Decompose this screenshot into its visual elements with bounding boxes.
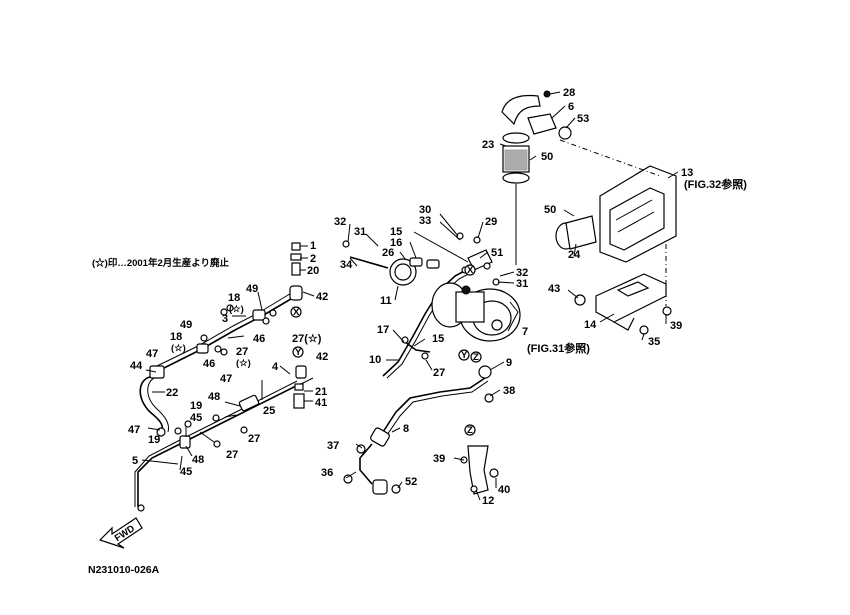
marker-y: Y (295, 347, 302, 358)
callout-14: 14 (584, 319, 597, 331)
callout-39: 39 (433, 453, 445, 465)
callout-45: 45 (190, 412, 202, 424)
drain-pipe-assembly (343, 365, 499, 495)
callout-38: 38 (503, 385, 515, 397)
callout-22: 22 (166, 387, 178, 399)
callout-44: 44 (130, 360, 143, 372)
callout-35: 35 (648, 336, 660, 348)
diagram-note: (☆)印…2001年2月生産より廃止 (92, 257, 230, 269)
callout-23: 23 (482, 139, 494, 151)
callout-49: 49 (180, 319, 192, 331)
callout-48: 48 (192, 454, 204, 466)
callout-16: 16 (390, 237, 402, 249)
callout-47: 47 (128, 424, 140, 436)
reference-markers: X Y X Y Z Z (290, 264, 482, 436)
marker-z: Z (467, 425, 473, 436)
callout-4: 4 (272, 361, 279, 373)
callout-18: 18 (170, 331, 182, 343)
callout-45: 45 (180, 466, 192, 478)
callout-27-star: 27(☆) (292, 333, 322, 345)
callout-10: 10 (369, 354, 381, 366)
leader-lines (141, 91, 679, 501)
callout-31: 31 (354, 226, 366, 238)
callout-13: 13 (681, 167, 693, 179)
marker-x: X (467, 265, 474, 276)
callout-49: 49 (246, 283, 258, 295)
callout-18-star: (☆) (171, 343, 186, 354)
callout-2: 2 (310, 253, 316, 265)
callout-20: 20 (307, 265, 319, 277)
callout-27: 27 (248, 433, 260, 445)
callout-50: 50 (544, 204, 556, 216)
callout-40: 40 (498, 484, 510, 496)
reference-fig31: (FIG.31参照) (527, 341, 590, 355)
callout-42: 42 (316, 351, 328, 363)
marker-x: X (293, 307, 300, 318)
callout-17: 17 (377, 324, 389, 336)
callout-19: 19 (190, 400, 202, 412)
callout-24: 24 (568, 249, 581, 261)
callout-26: 26 (382, 247, 394, 259)
callout-8: 8 (403, 423, 409, 435)
callout-53: 53 (577, 113, 589, 125)
callout-25: 25 (263, 405, 275, 417)
callout-27-star: (☆) (236, 358, 251, 369)
callout-18: 18 (228, 292, 240, 304)
callout-37: 37 (327, 440, 339, 452)
callout-32: 32 (516, 267, 528, 279)
callout-27: 27 (433, 367, 445, 379)
callout-29: 29 (485, 216, 497, 228)
callout-31: 31 (516, 278, 528, 290)
marker-z: Z (473, 352, 479, 363)
callout-27: 27 (226, 449, 238, 461)
callout-47: 47 (220, 373, 232, 385)
callout-1: 1 (310, 240, 316, 252)
callout-5: 5 (132, 455, 138, 467)
callout-28: 28 (563, 87, 575, 99)
callout-46: 46 (253, 333, 265, 345)
callout-41: 41 (315, 397, 327, 409)
callout-47: 47 (146, 348, 158, 360)
intake-assembly (501, 90, 677, 335)
callout-11: 11 (380, 295, 392, 307)
callout-18-star: (☆) (229, 304, 244, 315)
callout-33: 33 (419, 215, 431, 227)
cooling-hose-assembly (134, 242, 307, 512)
marker-y: Y (461, 350, 468, 361)
callout-3: 3 (222, 313, 228, 325)
callout-43: 43 (548, 283, 560, 295)
callout-42: 42 (316, 291, 328, 303)
callout-7: 7 (522, 326, 528, 338)
callout-39: 39 (670, 320, 682, 332)
callout-46: 46 (203, 358, 215, 370)
callout-36: 36 (321, 467, 333, 479)
callout-21: 21 (315, 386, 327, 398)
fwd-arrow-icon: FWD (98, 517, 143, 549)
drawing-code: N231010-026A (88, 564, 160, 576)
callout-34: 34 (340, 259, 353, 271)
callout-27: 27 (236, 346, 248, 358)
callout-labels: 1 2 20 42 42 27(☆) 4 21 41 49 18 (☆) 3 4… (128, 87, 693, 507)
callout-9: 9 (506, 357, 512, 369)
callout-15: 15 (432, 333, 444, 345)
callout-52: 52 (405, 476, 417, 488)
callout-32: 32 (334, 216, 346, 228)
reference-fig32: (FIG.32参照) (684, 177, 747, 191)
callout-6: 6 (568, 101, 574, 113)
callout-30: 30 (419, 204, 431, 216)
callout-15: 15 (390, 226, 402, 238)
callout-51: 51 (491, 247, 503, 259)
callout-12: 12 (482, 495, 494, 507)
callout-50: 50 (541, 151, 553, 163)
callout-19: 19 (148, 434, 160, 446)
callout-48: 48 (208, 391, 220, 403)
